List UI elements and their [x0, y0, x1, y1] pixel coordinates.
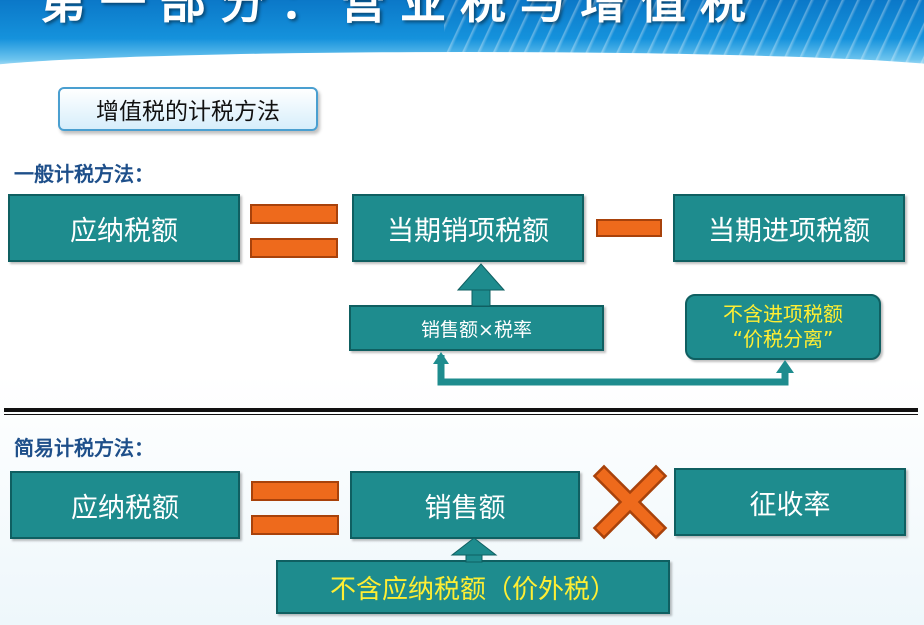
note-line-1: 不含进项税额: [723, 302, 843, 326]
equals-icon: [250, 204, 340, 260]
simple-tax-payable-box: 应纳税额: [10, 471, 240, 539]
connector-arrow: [433, 352, 794, 386]
arrow-up-icon: [456, 263, 506, 307]
section-tag: 增值税的计税方法: [58, 87, 318, 131]
header-banner: 第一部分：营业税与增值税: [0, 0, 924, 70]
levy-rate-box: 征收率: [674, 468, 906, 536]
page-title: 第一部分：营业税与增值税: [40, 0, 760, 29]
section-divider-thin: [4, 414, 918, 415]
header-curve: [0, 52, 924, 70]
multiply-icon: [592, 464, 668, 540]
arrow-up-icon: [450, 537, 498, 563]
sales-times-rate-box: 销售额×税率: [349, 305, 604, 351]
sales-box: 销售额: [350, 471, 580, 539]
note-line-2: “价税分离”: [732, 327, 834, 351]
equals-icon: [251, 481, 341, 537]
general-method-label: 一般计税方法：: [14, 162, 154, 186]
minus-icon: [596, 219, 662, 237]
input-tax-box: 当期进项税额: [673, 194, 905, 262]
price-tax-separation-note: 不含进项税额 “价税分离”: [685, 294, 881, 360]
general-tax-payable-box: 应纳税额: [8, 194, 240, 262]
output-tax-box: 当期销项税额: [352, 194, 584, 262]
section-divider: [4, 408, 918, 412]
simple-method-label: 简易计税方法：: [14, 436, 154, 460]
